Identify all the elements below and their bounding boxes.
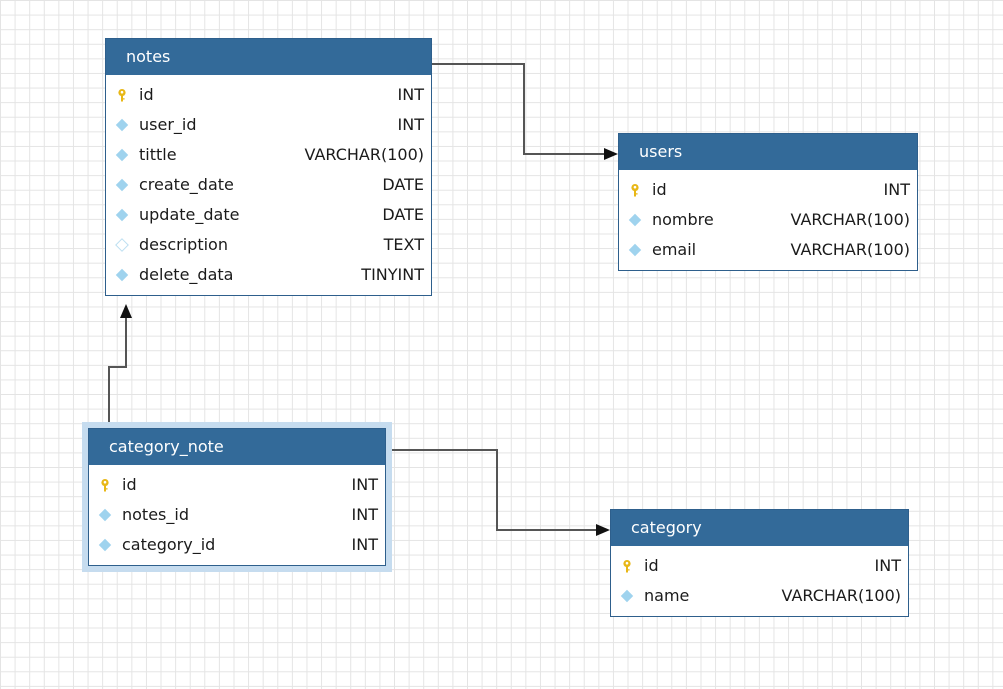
key-icon [631,184,639,197]
column-type: INT [397,115,424,134]
column-type: INT [883,180,910,199]
column-name: tittle [139,145,177,164]
filled-diamond-icon [115,148,129,162]
column-type: DATE [382,205,424,224]
table-header[interactable]: notes [106,39,431,75]
table-header[interactable]: users [619,134,917,170]
column-row[interactable]: create_date DATE [106,170,431,200]
column-name: create_date [139,175,234,194]
empty-diamond-icon [115,238,129,252]
filled-diamond-icon [115,178,129,192]
column-type: VARCHAR(100) [790,210,910,229]
column-row[interactable]: description TEXT [106,230,431,260]
key-icon [623,560,631,573]
filled-diamond-icon [620,589,634,603]
column-type: DATE [382,175,424,194]
arrowhead-icon [596,524,610,536]
column-type: TINYINT [361,265,424,284]
column-name: id [139,85,154,104]
key-icon [101,479,109,492]
column-name: name [644,586,690,605]
column-name: email [652,240,697,259]
relation-line-notes-users[interactable] [432,63,604,155]
column-type: TEXT [383,235,424,254]
filled-diamond-icon [115,268,129,282]
column-type: VARCHAR(100) [781,586,901,605]
filled-diamond-icon [98,538,112,552]
column-type: INT [874,556,901,575]
column-row[interactable]: tittle VARCHAR(100) [106,140,431,170]
column-row[interactable]: id INT [106,80,431,110]
column-name: update_date [139,205,240,224]
column-row[interactable]: category_id INT [89,530,385,560]
column-type: VARCHAR(100) [790,240,910,259]
filled-diamond-icon [98,508,112,522]
column-type: INT [351,505,378,524]
column-row[interactable]: nombre VARCHAR(100) [619,205,917,235]
column-name: delete_data [139,265,234,284]
filled-diamond-icon [115,208,129,222]
column-row[interactable]: notes_id INT [89,500,385,530]
column-row[interactable]: user_id INT [106,110,431,140]
table-category[interactable]: category id INT name VARCHAR(100) [610,509,909,617]
filled-diamond-icon [628,243,642,257]
relation-line-category_note-category[interactable] [392,449,596,531]
arrowhead-icon [120,304,132,318]
column-row[interactable]: email VARCHAR(100) [619,235,917,265]
column-name: user_id [139,115,197,134]
column-type: INT [351,475,378,494]
column-name: id [644,556,659,575]
column-type: VARCHAR(100) [304,145,424,164]
column-name: id [652,180,667,199]
key-icon [118,89,126,102]
column-row[interactable]: name VARCHAR(100) [611,581,908,611]
filled-diamond-icon [115,118,129,132]
column-name: category_id [122,535,216,554]
arrowhead-icon [604,148,618,160]
column-name: id [122,475,137,494]
table-header[interactable]: category_note [89,429,385,465]
relation-line-category_note-notes[interactable] [108,318,127,422]
filled-diamond-icon [628,213,642,227]
table-columns: id INT name VARCHAR(100) [611,546,908,616]
column-row[interactable]: delete_data TINYINT [106,260,431,290]
column-row[interactable]: update_date DATE [106,200,431,230]
table-header[interactable]: category [611,510,908,546]
column-type: INT [397,85,424,104]
column-name: notes_id [122,505,189,524]
column-name: nombre [652,210,714,229]
column-row[interactable]: id INT [611,551,908,581]
column-name: description [139,235,228,254]
column-row[interactable]: id INT [89,470,385,500]
column-type: INT [351,535,378,554]
column-row[interactable]: id INT [619,175,917,205]
